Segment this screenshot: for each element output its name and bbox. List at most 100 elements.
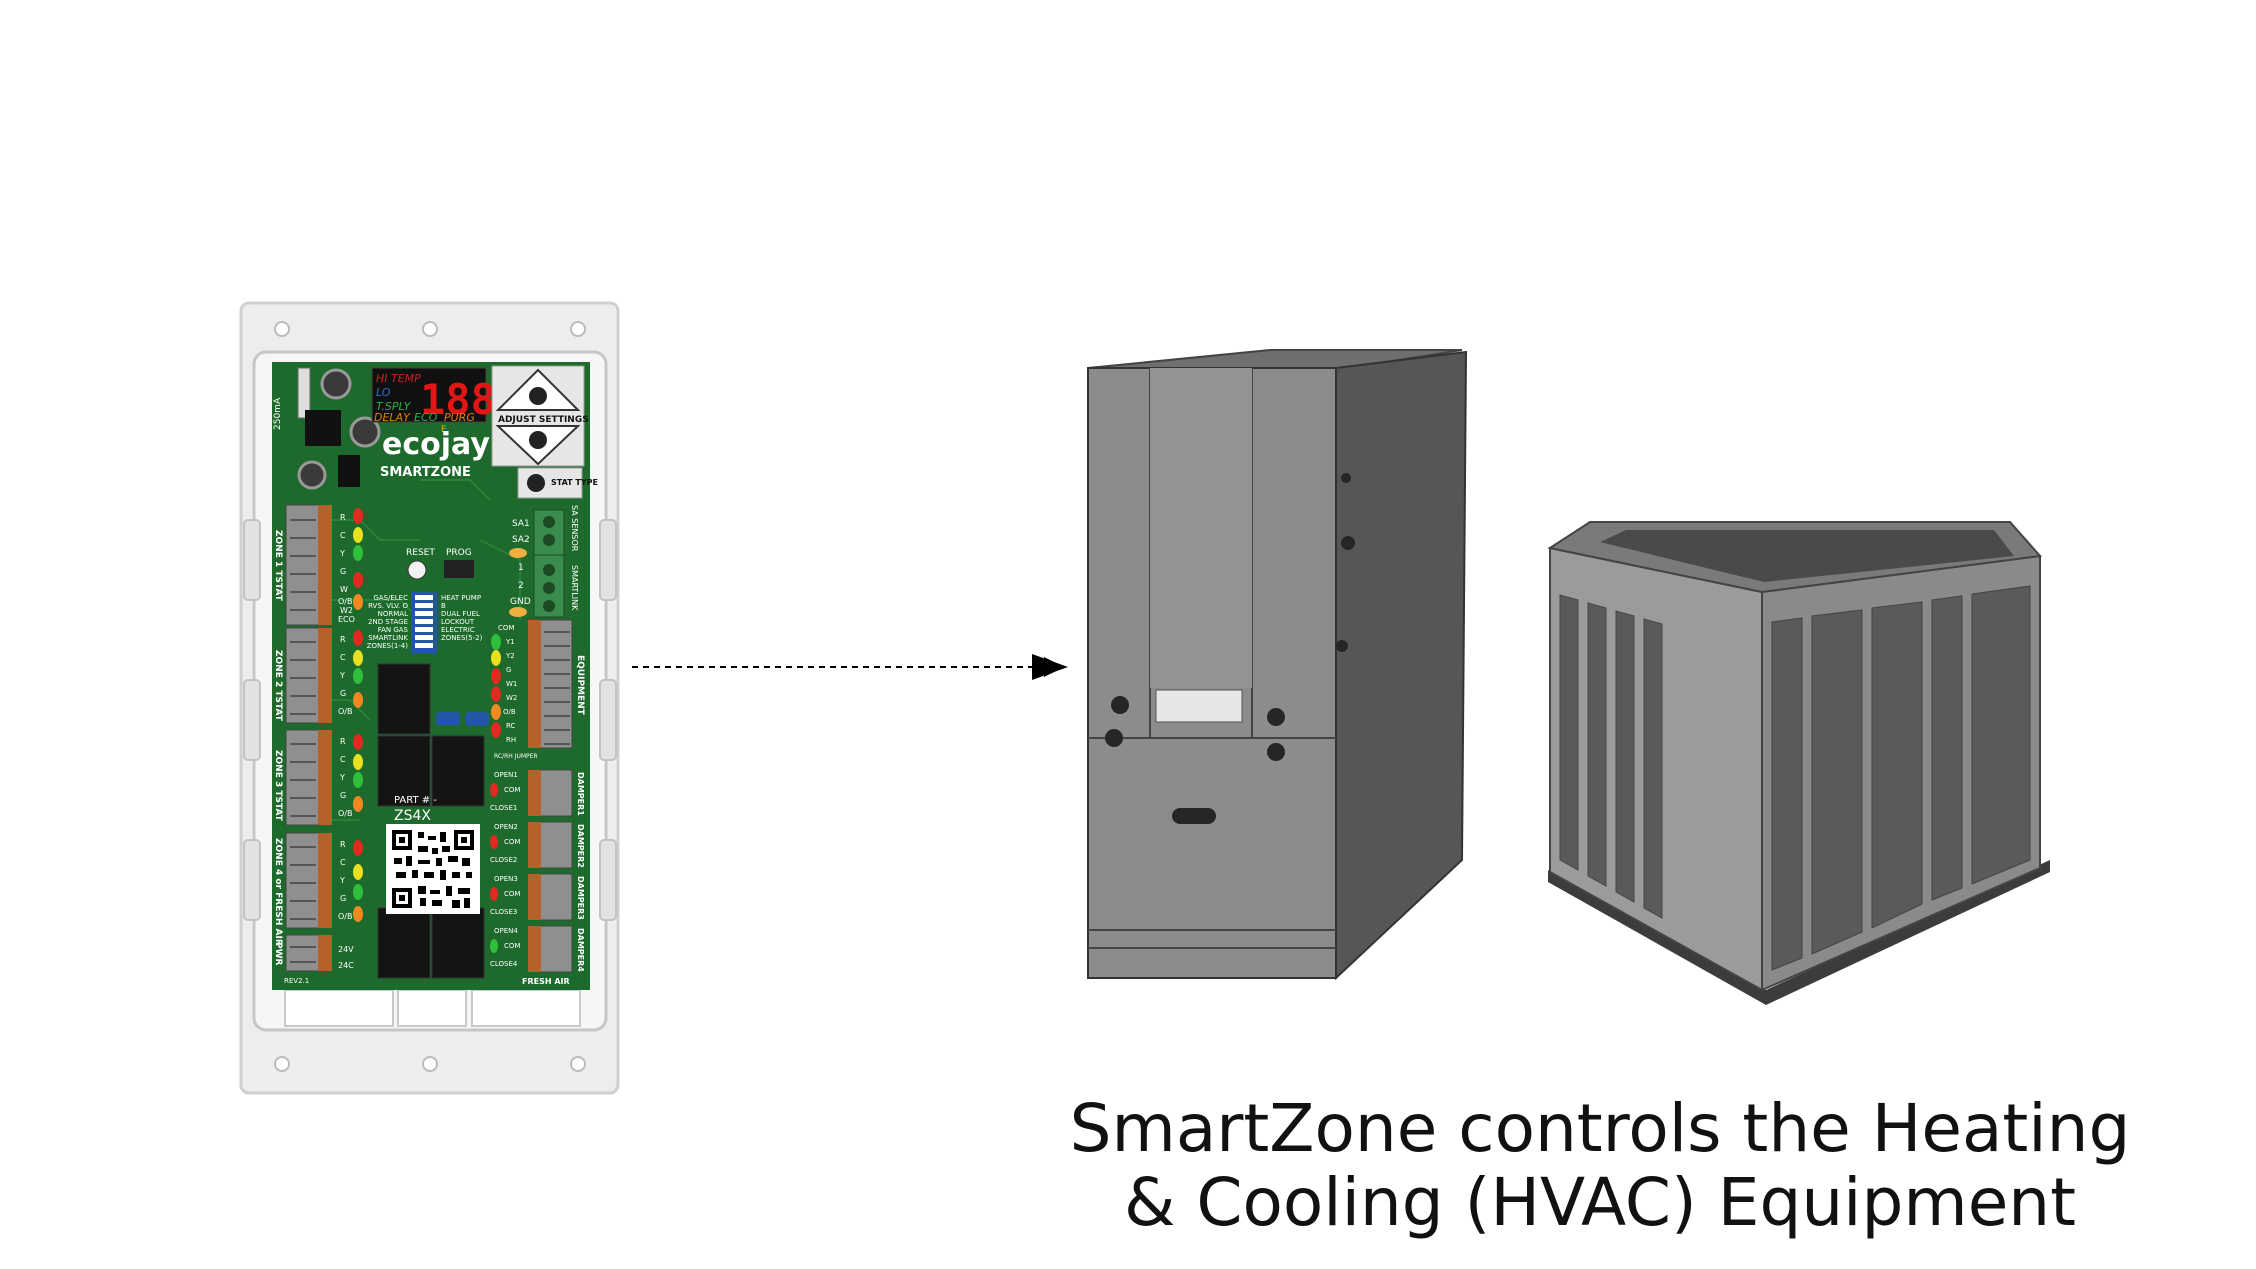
svg-text:O/B: O/B [338,597,352,606]
furnace-illustration [1087,349,1468,981]
svg-text:ZONES(5-2): ZONES(5-2) [441,634,483,642]
svg-text:PWR: PWR [273,942,283,966]
svg-text:SA SENSOR: SA SENSOR [570,505,579,552]
svg-text:O/B: O/B [338,912,352,921]
condenser-illustration [1547,521,2050,1005]
svg-text:B: B [441,602,446,610]
furnace-label-plate [1155,689,1243,723]
svg-text:CLOSE2: CLOSE2 [490,856,517,864]
svg-text:W1: W1 [506,680,517,688]
caption-line-1: SmartZone controls the Heating [1069,1090,2131,1167]
svg-text:R: R [340,737,346,746]
fuse-label: 250mA [273,397,283,430]
mounting-holes [274,321,586,1072]
svg-text:PROG: PROG [446,548,472,558]
svg-text:ELECTRIC: ELECTRIC [441,626,475,634]
svg-text:Y1: Y1 [505,638,515,646]
svg-text:G: G [506,666,511,674]
svg-text:DAMPER4: DAMPER4 [576,928,585,972]
part-label: PART # - ZS4X REV2.1 [284,795,480,985]
svg-text:REV2.1: REV2.1 [284,977,309,985]
svg-text:SMARTLINK: SMARTLINK [570,565,579,611]
svg-text:ZS4X: ZS4X [394,808,431,824]
smartzone-control-board: 250mA HI TEMP LO T.SPLY 188 DELAY ECO PU… [239,301,620,1095]
svg-text:OPEN1: OPEN1 [494,771,518,779]
svg-text:ADJUST SETTINGS: ADJUST SETTINGS [498,415,589,425]
caption-line-2: & Cooling (HVAC) Equipment [1123,1164,2077,1241]
svg-text:Y: Y [339,549,345,558]
svg-text:DAMPER3: DAMPER3 [576,876,585,920]
svg-text:ECO: ECO [414,411,438,424]
svg-text:C: C [340,755,346,764]
svg-text:ZONE 1 TSTAT: ZONE 1 TSTAT [273,530,283,602]
svg-text:RH: RH [506,736,516,744]
svg-text:CLOSE1: CLOSE1 [490,804,517,812]
svg-text:C: C [340,858,346,867]
svg-text:OPEN4: OPEN4 [494,927,518,935]
svg-text:COM: COM [504,942,520,950]
stat-type-button[interactable] [527,474,545,492]
svg-text:G: G [340,791,346,800]
svg-text:RVS. VLV. O: RVS. VLV. O [368,602,408,610]
svg-text:HEAT PUMP: HEAT PUMP [441,594,481,602]
sa-sensor-connector: SA1 SA2 1 2 GND SA SENSOR SMARTLINK [509,505,579,618]
led-display: HI TEMP LO T.SPLY 188 DELAY ECO PURG E [371,367,496,435]
svg-text:24C: 24C [338,961,354,970]
svg-text:NORMAL: NORMAL [378,610,408,618]
svg-text:Y: Y [339,876,345,885]
svg-text:ZONE 3 TSTAT: ZONE 3 TSTAT [273,750,283,822]
svg-text:C: C [340,653,346,662]
diagram-caption: SmartZone controls the Heating & Cooling… [1000,1092,2200,1240]
svg-text:PURG: PURG [444,411,475,424]
svg-text:R: R [340,840,346,849]
svg-text:CLOSE4: CLOSE4 [490,960,518,968]
svg-text:T.SPLY: T.SPLY [376,400,412,413]
svg-text:24V: 24V [338,945,354,954]
svg-text:LOCKOUT: LOCKOUT [441,618,475,626]
svg-text:SA1: SA1 [512,519,530,529]
svg-text:Y: Y [339,773,345,782]
svg-text:1: 1 [518,563,524,573]
svg-text:ZONE 4 or FRESH AIR: ZONE 4 or FRESH AIR [273,838,283,946]
svg-text:Y2: Y2 [505,652,515,660]
svg-text:O/B: O/B [503,708,516,716]
svg-text:RC/RH JUMPER: RC/RH JUMPER [494,753,538,760]
zone-labels: ZONE 1 TSTAT ZONE 2 TSTAT ZONE 3 TSTAT Z… [273,530,283,966]
reset-prog-area: RESET PROG [406,548,474,580]
dip-switch-bank[interactable] [411,592,437,654]
svg-text:PART # -: PART # - [394,795,437,806]
svg-text:DAMPER1: DAMPER1 [576,772,585,816]
svg-text:E: E [441,425,447,435]
equipment-terminal-block: EQUIPMENT COM Y1 Y2 G W1 W2 O/B RC RH RC… [491,619,585,760]
adjust-settings-panel: ADJUST SETTINGS STAT TYPE [491,365,598,499]
svg-text:OPEN3: OPEN3 [494,875,518,883]
relays [377,663,485,979]
svg-text:W2: W2 [340,606,353,615]
svg-text:COM: COM [498,624,514,632]
svg-text:LO: LO [376,386,391,399]
brand-logo: ecojay [382,427,490,462]
adjust-down-button[interactable] [529,431,547,449]
svg-text:DAMPER2: DAMPER2 [576,824,585,868]
svg-text:2: 2 [518,581,524,591]
adjust-up-button[interactable] [529,387,547,405]
zone-leds [353,508,363,922]
svg-text:FRESH AIR: FRESH AIR [522,977,570,986]
svg-text:GND: GND [510,597,531,607]
reset-button[interactable] [407,560,427,580]
svg-text:2ND STAGE: 2ND STAGE [368,618,408,626]
svg-text:SMARTLINK: SMARTLINK [368,634,408,642]
svg-text:OPEN2: OPEN2 [494,823,518,831]
svg-text:COM: COM [504,786,520,794]
dip-left-labels: GAS/ELEC RVS. VLV. O NORMAL 2ND STAGE FA… [367,594,409,650]
product-name: SMARTZONE [380,465,471,480]
svg-text:EQUIPMENT: EQUIPMENT [575,655,585,716]
svg-text:Y: Y [339,671,345,680]
svg-text:STAT TYPE: STAT TYPE [551,478,598,487]
svg-text:RESET: RESET [406,548,435,558]
dip-right-labels: HEAT PUMP B DUAL FUEL LOCKOUT ELECTRIC Z… [441,594,483,642]
svg-text:COM: COM [504,838,520,846]
svg-text:G: G [340,894,346,903]
